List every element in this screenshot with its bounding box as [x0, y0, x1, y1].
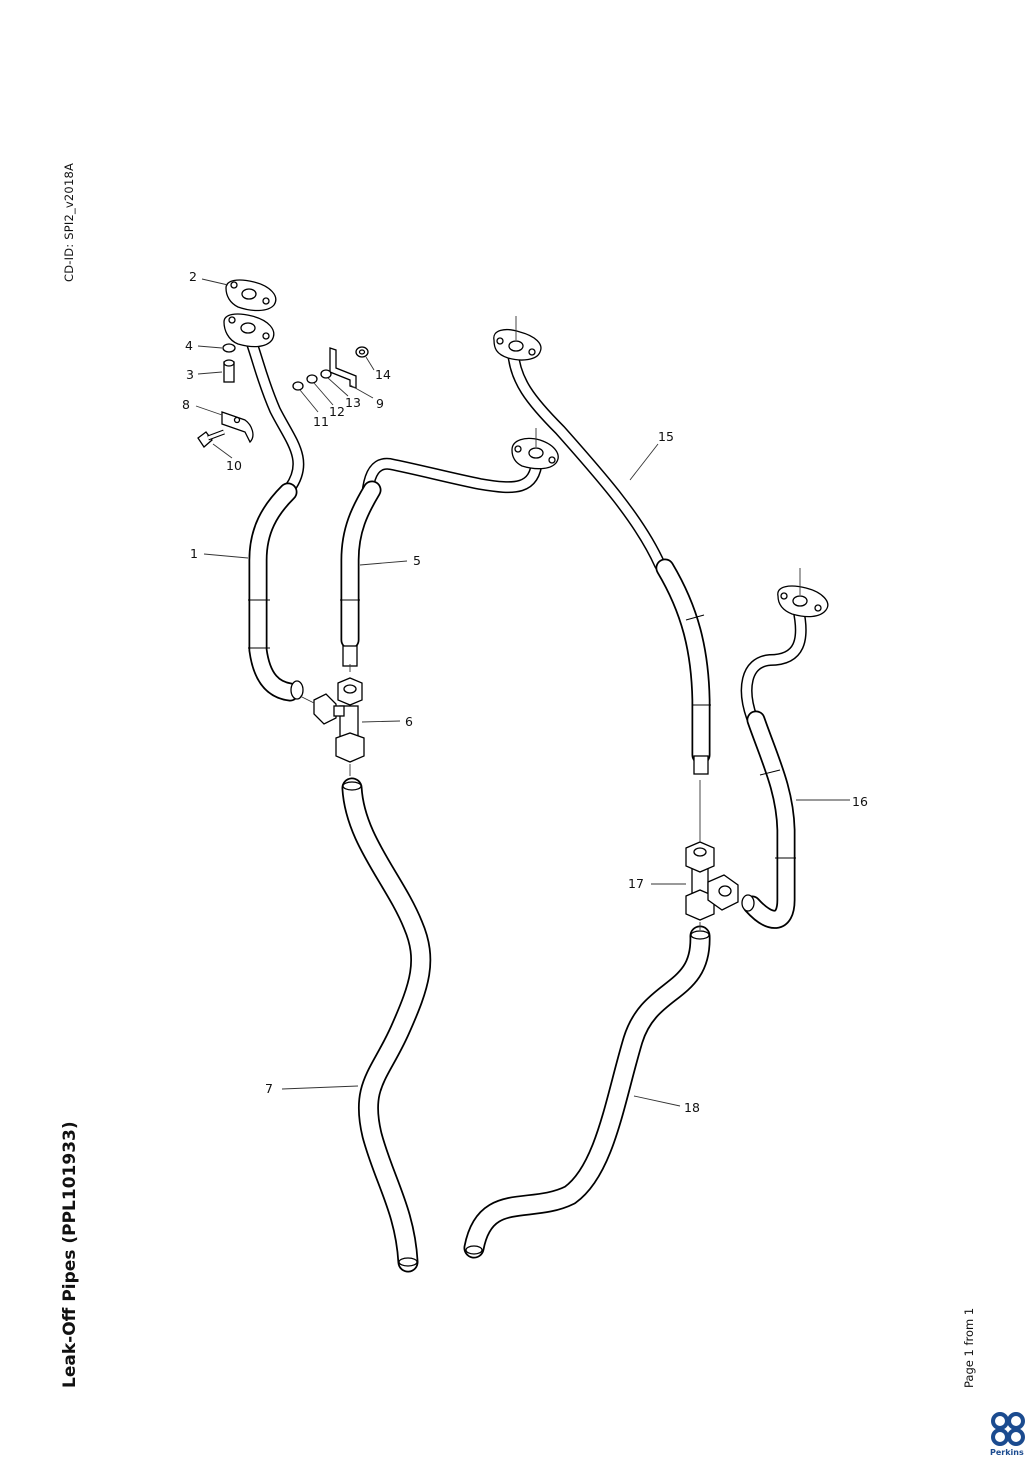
flange-15 [493, 316, 542, 361]
washer-12 [306, 374, 318, 384]
flange-1 [223, 313, 275, 348]
screw-3 [223, 359, 235, 383]
pipe-5 [340, 428, 559, 667]
callout-8: 8 [182, 397, 190, 412]
pipe-15 [493, 316, 711, 775]
washer-4 [222, 343, 236, 353]
callout-labels: 1 2 3 4 5 6 7 8 9 10 11 12 13 14 15 16 1… [182, 269, 868, 1115]
washer-13 [320, 369, 332, 379]
flange-16 [777, 568, 829, 618]
perkins-logo-icon [991, 1412, 1025, 1446]
callout-2: 2 [189, 269, 197, 284]
callout-4: 4 [185, 338, 193, 353]
tee-fitting-6 [299, 664, 365, 776]
callout-14: 14 [375, 367, 391, 382]
flange-5 [511, 428, 559, 470]
gasket-2 [225, 279, 277, 312]
nut-14 [355, 346, 369, 358]
callout-12: 12 [329, 404, 345, 419]
callout-1: 1 [190, 546, 198, 561]
clip-8 [221, 411, 254, 444]
pipe-18 [463, 925, 711, 1259]
pipe-7 [341, 777, 432, 1273]
callout-17: 17 [628, 876, 644, 891]
brand-name: Perkins [990, 1448, 1024, 1457]
leader-lines [195, 278, 850, 1107]
callout-18: 18 [684, 1100, 700, 1115]
callout-5: 5 [413, 553, 421, 568]
callout-7: 7 [265, 1081, 273, 1096]
callout-11: 11 [313, 414, 329, 429]
clip-9 [329, 347, 357, 389]
callout-9: 9 [376, 396, 384, 411]
callout-10: 10 [226, 458, 242, 473]
callout-6: 6 [405, 714, 413, 729]
callout-15: 15 [658, 429, 674, 444]
callout-13: 13 [345, 395, 361, 410]
pipe-16 [740, 568, 829, 929]
tee-fitting-17 [685, 780, 739, 930]
bolt-10 [197, 429, 225, 448]
washer-11 [292, 381, 304, 391]
callout-3: 3 [186, 367, 194, 382]
pipe-1 [223, 313, 305, 702]
callout-16: 16 [852, 794, 868, 809]
